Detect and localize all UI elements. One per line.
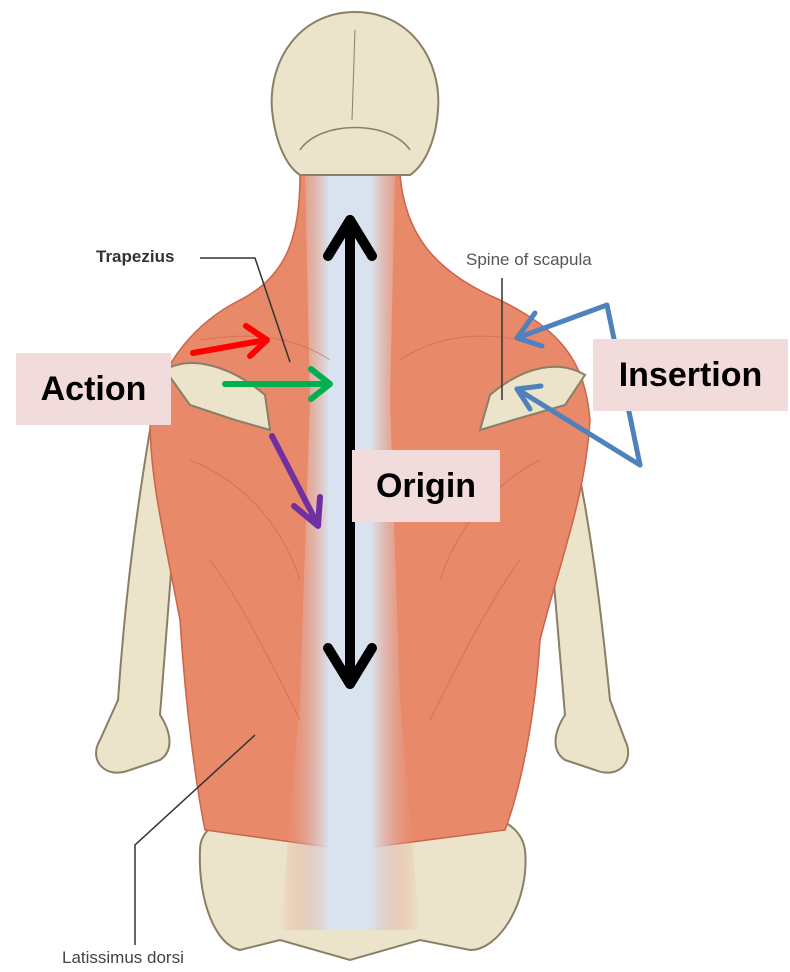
back-muscles bbox=[150, 175, 590, 930]
insertion-callout: Insertion bbox=[593, 339, 788, 411]
origin-callout: Origin bbox=[352, 450, 500, 522]
latissimus-dorsi-label: Latissimus dorsi bbox=[62, 948, 184, 968]
trapezius-label: Trapezius bbox=[96, 247, 174, 267]
action-callout: Action bbox=[16, 353, 171, 425]
skull-bone bbox=[272, 12, 439, 175]
spine-of-scapula-label: Spine of scapula bbox=[466, 250, 592, 270]
